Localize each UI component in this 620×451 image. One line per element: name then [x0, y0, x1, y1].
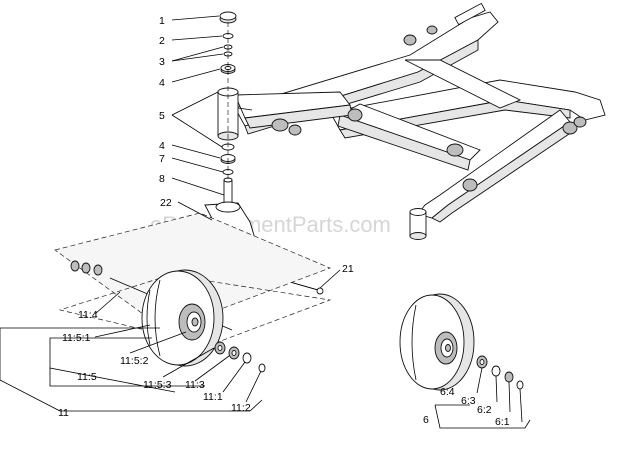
- callout-6-2: 6:2: [477, 404, 492, 416]
- callout-22: 22: [160, 197, 172, 209]
- leader-lines: [0, 15, 531, 429]
- callout-6-4: 6:4: [440, 386, 455, 398]
- callout-8: 8: [159, 173, 165, 185]
- callout-1: 1: [159, 15, 165, 27]
- callout-4-upper: 4: [159, 77, 165, 89]
- callout-11-5-1: 11:5:1: [62, 332, 91, 344]
- callout-11-1: 11:1: [203, 391, 223, 403]
- callout-6-1: 6:1: [495, 416, 510, 428]
- callout-11-3: 11:3: [185, 379, 205, 391]
- callout-11-5-3: 11:5:3: [143, 379, 172, 391]
- callout-11-4: 11:4: [78, 309, 98, 321]
- callout-labels: 1 2 3 4 5 4 7 8 22 21 11:4 11:5:1 11:5:2…: [58, 15, 510, 428]
- callout-7: 7: [159, 153, 165, 165]
- callout-6: 6: [423, 414, 429, 426]
- callout-11-2: 11:2: [231, 402, 251, 414]
- right-wheel-assembly: [399, 293, 524, 391]
- callout-4-lower: 4: [159, 140, 165, 152]
- left-wheel-assembly: [54, 212, 332, 373]
- callout-11: 11: [58, 407, 69, 419]
- callout-21: 21: [342, 263, 354, 275]
- callout-5: 5: [159, 110, 165, 122]
- mower-frame: [234, 2, 606, 240]
- caster-pivot-stack: [217, 11, 253, 211]
- callout-2: 2: [159, 35, 165, 47]
- callout-11-5-2: 11:5:2: [120, 355, 149, 367]
- callout-3: 3: [159, 56, 165, 68]
- callout-6-3: 6:3: [461, 395, 476, 407]
- callout-11-5: 11:5: [77, 371, 97, 383]
